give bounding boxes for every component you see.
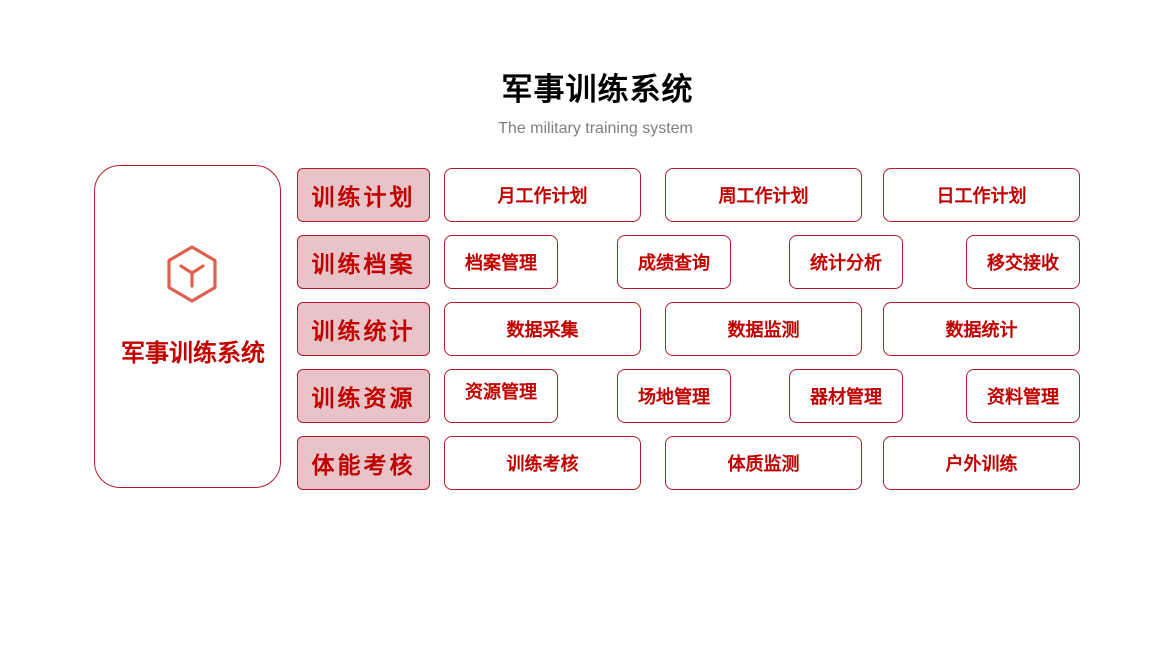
item-venue-management[interactable]: 场地管理: [617, 369, 731, 423]
item-statistical-analysis[interactable]: 统计分析: [789, 235, 903, 289]
category-training-plan[interactable]: 训练计划: [297, 168, 430, 222]
item-outdoor-training[interactable]: 户外训练: [883, 436, 1080, 490]
page-title: 军事训练系统: [501, 72, 694, 108]
item-score-query[interactable]: 成绩查询: [617, 235, 731, 289]
category-training-archive[interactable]: 训练档案: [297, 235, 430, 289]
category-training-statistics[interactable]: 训练统计: [297, 302, 430, 356]
item-material-management[interactable]: 资料管理: [966, 369, 1080, 423]
item-weekly-work-plan[interactable]: 周工作计划: [665, 168, 862, 222]
item-resource-management[interactable]: 资源管理: [444, 369, 558, 423]
item-data-collection[interactable]: 数据采集: [444, 302, 641, 356]
category-fitness-assessment[interactable]: 体能考核: [297, 436, 430, 490]
item-transfer-receive[interactable]: 移交接收: [966, 235, 1080, 289]
item-training-assessment[interactable]: 训练考核: [444, 436, 641, 490]
system-card: [94, 165, 281, 488]
item-physique-monitoring[interactable]: 体质监测: [665, 436, 862, 490]
cube-icon: [167, 245, 217, 303]
system-label: 军事训练系统: [121, 339, 265, 367]
item-archive-management[interactable]: 档案管理: [444, 235, 558, 289]
item-data-statistics[interactable]: 数据统计: [883, 302, 1080, 356]
item-data-monitoring[interactable]: 数据监测: [665, 302, 862, 356]
category-training-resources[interactable]: 训练资源: [297, 369, 430, 423]
item-equipment-management[interactable]: 器材管理: [789, 369, 903, 423]
item-daily-work-plan[interactable]: 日工作计划: [883, 168, 1080, 222]
page-subtitle: The military training system: [498, 120, 693, 137]
item-monthly-work-plan[interactable]: 月工作计划: [444, 168, 641, 222]
